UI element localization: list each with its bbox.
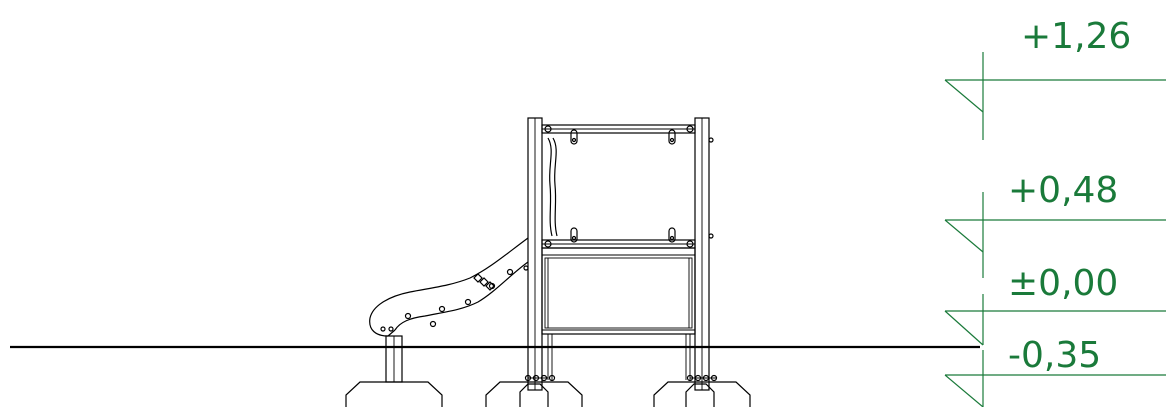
level-label-2: +0,48 bbox=[1008, 170, 1118, 211]
level-marker-4: -0,35 bbox=[944, 335, 1166, 407]
foundation-right bbox=[653, 374, 751, 407]
foundation-left bbox=[345, 381, 443, 407]
level-marker-2: +0,48 bbox=[944, 170, 1166, 278]
level-marker-3: ±0,00 bbox=[944, 263, 1166, 346]
level-label-3: ±0,00 bbox=[1008, 263, 1118, 304]
level-marker-1: +1,26 bbox=[944, 16, 1166, 140]
level-label-1: +1,26 bbox=[1021, 16, 1131, 57]
tower-frame bbox=[523, 117, 714, 391]
level-label-4: -0,35 bbox=[1008, 335, 1101, 376]
slide bbox=[369, 237, 529, 337]
foundation-middle bbox=[485, 374, 583, 407]
slide-support bbox=[385, 335, 403, 383]
tower-legs bbox=[547, 334, 691, 380]
